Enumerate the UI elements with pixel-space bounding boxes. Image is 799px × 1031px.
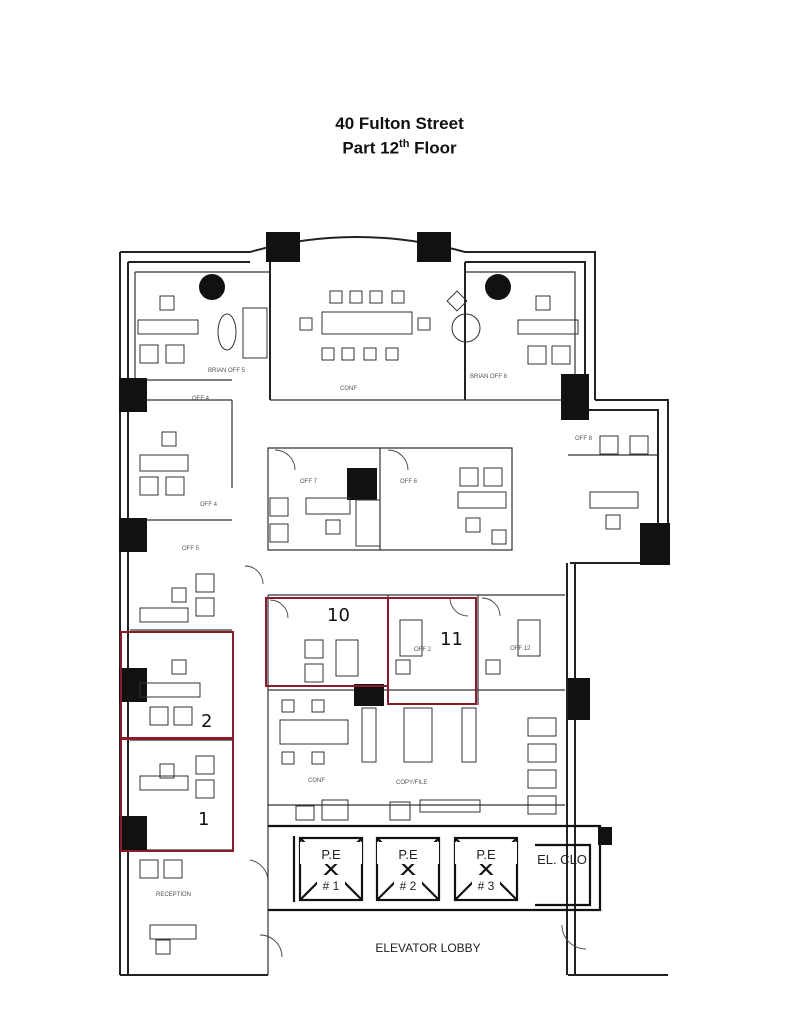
elevator-1-label-bg bbox=[300, 842, 362, 864]
reception-label: RECEPTION bbox=[156, 892, 191, 898]
handwritten-number-1: 1 bbox=[198, 809, 209, 830]
office-furniture bbox=[137, 295, 649, 955]
off-12-label: OFF 12 bbox=[510, 646, 531, 652]
brian-off-5-label: BRIAN OFF 5 bbox=[208, 368, 246, 374]
off-11-label: OFF 2 bbox=[414, 647, 432, 653]
elevator-bank bbox=[268, 824, 602, 912]
electrical-closet-label: EL. CLO bbox=[537, 852, 587, 867]
handwritten-number-2: 2 bbox=[201, 711, 212, 732]
off-6-label: OFF 6 bbox=[400, 479, 418, 485]
elevator-3-label-bg bbox=[455, 842, 517, 864]
conf-top-label: CONF bbox=[340, 386, 357, 392]
off-4b-label: OFF 4 bbox=[200, 502, 218, 508]
outer-walls bbox=[119, 236, 669, 976]
elevator-2-label: P.E bbox=[398, 847, 418, 862]
elevator-1-label: P.E bbox=[321, 847, 341, 862]
handwritten-number-10: 10 bbox=[327, 605, 350, 626]
elevator-2-number: # 2 bbox=[400, 879, 417, 893]
plan-title: 40 Fulton Street bbox=[335, 114, 464, 133]
elevator-3-number: # 3 bbox=[478, 879, 495, 893]
structural-columns bbox=[119, 232, 670, 850]
elevator-2-label-bg bbox=[377, 842, 439, 864]
elevator-3-label: P.E bbox=[476, 847, 496, 862]
conference-table bbox=[217, 290, 481, 361]
handwritten-number-11: 11 bbox=[440, 629, 463, 650]
off-4-label: OFF 4 bbox=[192, 396, 210, 402]
plan-subtitle: Part 12th Floor bbox=[342, 138, 457, 158]
highlighted-offices bbox=[120, 597, 477, 852]
brian-off-8-label: BRIAN OFF 8 bbox=[470, 374, 508, 380]
copy-file-label: COPY/FILE bbox=[396, 780, 427, 786]
elevator-1-number: # 1 bbox=[323, 879, 340, 893]
conf-mid-label: CONF bbox=[308, 778, 325, 784]
off-5-label: OFF 5 bbox=[182, 546, 200, 552]
elevator-lobby-label: ELEVATOR LOBBY bbox=[375, 941, 480, 955]
interior-walls bbox=[130, 271, 658, 975]
off-8-label: OFF 8 bbox=[575, 436, 593, 442]
door-swings bbox=[244, 449, 587, 958]
off-7-label: OFF 7 bbox=[300, 479, 318, 485]
